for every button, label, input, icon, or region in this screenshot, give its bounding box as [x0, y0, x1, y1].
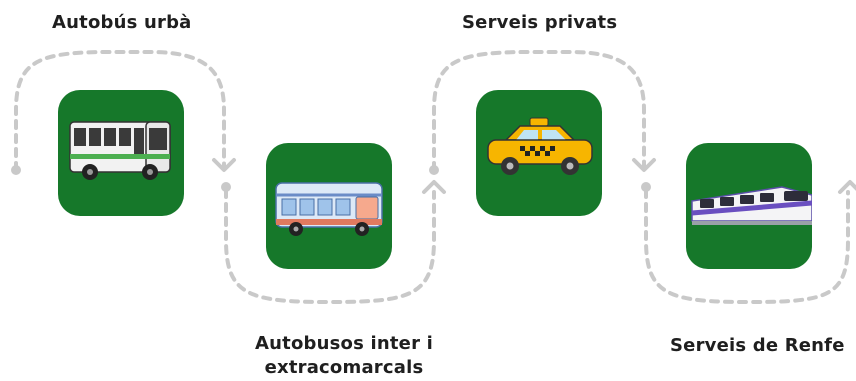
step-label-private-services: Serveis privats [462, 12, 618, 33]
step-label-city-bus: Autobús urbà [52, 12, 192, 33]
path-junction-dot [641, 182, 651, 192]
step-label-renfe: Serveis de Renfe [670, 335, 845, 356]
chevron-up-icon [838, 180, 856, 194]
path-segment-4 [644, 188, 850, 305]
chevron-down-icon [212, 158, 236, 172]
tile-train [686, 143, 812, 269]
path-segment-1 [14, 50, 226, 172]
path-junction-dot [221, 182, 231, 192]
path-junction-dot [429, 165, 439, 175]
train-icon [691, 186, 812, 225]
chevron-down-icon [632, 158, 656, 172]
path-start-dot [11, 165, 21, 175]
tile-city-bus [58, 90, 184, 216]
path-segment-3 [432, 50, 646, 172]
step-label-intercity-bus: Autobusos inter i extracomarcals [244, 332, 444, 380]
intercity-bus-icon [275, 182, 383, 236]
step-label-line: Autobusos inter i [255, 333, 433, 354]
taxi-icon [487, 117, 593, 175]
path-segment-2 [224, 188, 436, 305]
path-dots [11, 165, 651, 192]
chevron-up-icon [422, 180, 446, 194]
step-label-line: extracomarcals [264, 357, 424, 378]
tile-taxi [476, 90, 602, 216]
city-bus-icon [69, 121, 171, 180]
tile-intercity-bus [266, 143, 392, 269]
